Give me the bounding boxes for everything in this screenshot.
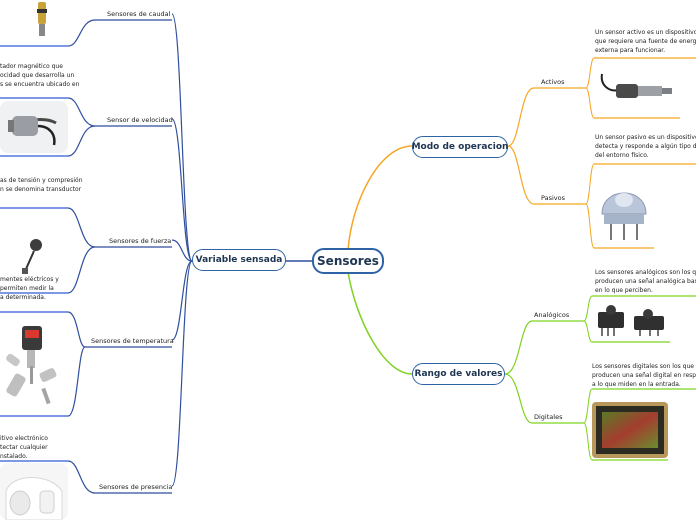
activos-description: Un sensor activo es un dispositivo sen q… xyxy=(595,28,696,55)
analog-sensor-image xyxy=(594,298,672,340)
root-label: Sensores xyxy=(317,254,379,268)
description-line: Un sensor activo es un dispositivo sen xyxy=(595,29,696,36)
description-line: producen una señal digital en respuest xyxy=(592,372,696,379)
leaf-sensores-caudal[interactable]: Sensores de caudal xyxy=(107,10,171,18)
modo-operacion-label: Modo de operacion xyxy=(411,142,509,152)
force-sensor-image xyxy=(0,211,68,289)
leaf-analogicos[interactable]: Analógicos xyxy=(534,311,570,319)
description-line: tador magnético que xyxy=(0,63,63,70)
leaf-pasivos[interactable]: Pasivos xyxy=(541,194,566,202)
description-line: producen una señal analógica basad xyxy=(595,278,696,285)
description-line: del entorno físico. xyxy=(595,152,649,159)
leaf-activos[interactable]: Activos xyxy=(541,78,565,86)
pasivos-description: Un sensor pasivo es un dispositivo qu de… xyxy=(595,133,696,160)
description-line: Un sensor pasivo es un dispositivo qu xyxy=(595,134,696,141)
description-line: ocidad que desarrolla un xyxy=(0,72,75,79)
description-line: externa para funcionar. xyxy=(595,47,666,54)
leaf-sensores-temperatura[interactable]: Sensores de temperatura xyxy=(91,337,174,345)
analogicos-description: Los sensores analógicos son los que prod… xyxy=(595,268,696,295)
description-line: n se denomina transductor xyxy=(0,186,82,193)
presence-sensor-image xyxy=(0,463,68,520)
description-line: que requiere una fuente de energía xyxy=(595,38,696,45)
speed-sensor-image xyxy=(0,101,68,153)
rango-valores-node[interactable]: Rango de valores xyxy=(412,363,505,385)
variable-sensada-node[interactable]: Variable sensada xyxy=(192,249,286,271)
description-line: as de tensión y compresión xyxy=(0,177,83,184)
presencia-description: itivo electrónico tectar cualquier nstal… xyxy=(0,434,48,461)
leaf-digitales[interactable]: Digitales xyxy=(534,413,563,421)
description-line: en lo que perciben. xyxy=(595,287,653,294)
temperatura-description: mentes eléctricos y permiten medir la a … xyxy=(0,275,59,302)
temperature-sensor-image xyxy=(0,318,68,412)
variable-sensada-label: Variable sensada xyxy=(195,255,283,265)
description-line: Los sensores analógicos son los que xyxy=(595,269,696,276)
description-line: permiten medir la xyxy=(0,285,54,292)
description-line: s se encuentra ubicado en xyxy=(0,81,80,88)
description-line: a lo que miden en la entrada. xyxy=(592,381,681,388)
active-sensor-image xyxy=(596,68,682,116)
digital-sensor-image xyxy=(592,402,668,458)
description-line: nstalado. xyxy=(0,453,28,460)
flow-sensor-image xyxy=(0,0,64,44)
description-line: a determinada. xyxy=(0,294,46,301)
description-line: itivo electrónico xyxy=(0,435,48,442)
description-line: detecta y responde a algún tipo de en xyxy=(595,143,696,150)
description-line: mentes eléctricos y xyxy=(0,276,59,283)
leaf-sensores-fuerza[interactable]: Sensores de fuerza xyxy=(109,237,172,245)
description-line: Los sensores digitales son los que xyxy=(592,363,694,370)
modo-operacion-node[interactable]: Modo de operacion xyxy=(412,136,508,158)
leaf-sensores-presencia[interactable]: Sensores de presencia xyxy=(99,483,173,491)
description-line: tectar cualquier xyxy=(0,444,48,451)
digitales-description: Los sensores digitales son los que produ… xyxy=(592,362,696,389)
rango-valores-label: Rango de valores xyxy=(414,369,503,379)
fuerza-description: as de tensión y compresión n se denomina… xyxy=(0,176,83,194)
passive-sensor-image xyxy=(596,170,654,246)
leaf-sensor-velocidad[interactable]: Sensor de velocidad xyxy=(107,116,173,124)
velocidad-description: tador magnético que ocidad que desarroll… xyxy=(0,62,79,89)
root-node[interactable]: Sensores xyxy=(312,248,384,274)
